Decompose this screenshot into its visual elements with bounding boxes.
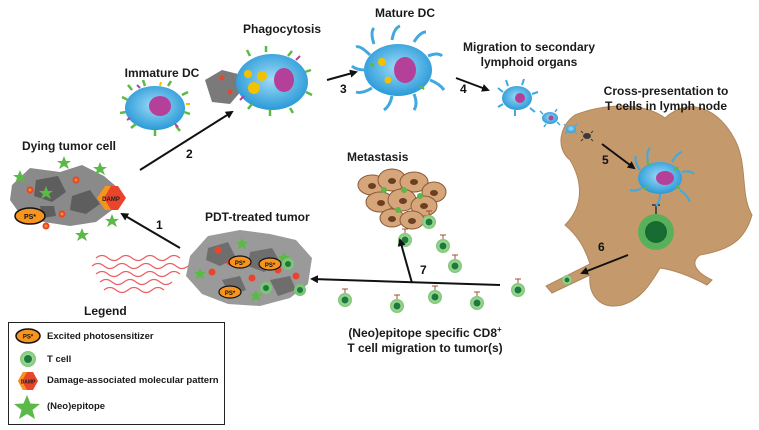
svg-text:DAMP: DAMP	[21, 380, 36, 386]
pdt-treated-tumor	[186, 230, 312, 306]
svg-text:PS*: PS*	[23, 335, 34, 341]
immature-dc	[119, 79, 191, 136]
label-immature-dc: Immature DC	[124, 66, 200, 80]
label-pdt-treated-tumor: PDT-treated tumor	[205, 210, 310, 224]
flow-arrows	[120, 69, 636, 286]
label-mature-dc: Mature DC	[374, 6, 435, 20]
t-cell-icon	[20, 351, 36, 367]
legend-box: PS* Excited photosensitizer T cell DAMP …	[8, 322, 225, 425]
light-waves	[91, 254, 189, 294]
arrow-2	[139, 110, 234, 171]
lymph-node	[545, 105, 753, 307]
step-number-1: 1	[156, 218, 163, 232]
label-metastasis: Metastasis	[347, 150, 409, 164]
epitope-stars-dying	[13, 156, 119, 241]
dc-lymph-node	[629, 147, 695, 207]
label-cd8-line1: (Neo)epitope specific CD8+	[348, 325, 502, 340]
damp-icon: DAMP	[18, 372, 38, 390]
migrating-dc-4	[580, 130, 594, 142]
label-migration-line1: Migration to secondary	[462, 40, 596, 54]
label-cd8-line2: T cell migration to tumor(s)	[347, 341, 503, 355]
arrow-1	[120, 212, 181, 249]
damp-dots-dying	[26, 176, 80, 230]
migrating-dc-2	[539, 108, 561, 128]
pdt-tumor-t-cells	[260, 258, 306, 296]
legend-item-neoepitope: (Neo)epitope	[9, 395, 224, 419]
arrow-7-main	[310, 275, 501, 286]
label-migration: Migration to secondary lymphoid organs	[454, 40, 604, 70]
svg-text:PS*: PS*	[265, 263, 276, 269]
legend-label-neoepitope: (Neo)epitope	[47, 401, 106, 412]
ps-badge-dying: PS*	[14, 207, 46, 225]
legend-item-photosensitizer: PS* Excited photosensitizer	[9, 327, 224, 347]
step-number-3: 3	[340, 82, 347, 96]
arrow-7-up	[397, 238, 413, 284]
label-legend-title: Legend	[84, 304, 127, 318]
label-dying-tumor-cell: Dying tumor cell	[22, 139, 117, 153]
arrow-6	[580, 254, 629, 275]
circulating-t-cells	[338, 210, 572, 313]
label-cross-presentation: Cross-presentation to T cells in lymph n…	[586, 84, 746, 114]
step-number-6: 6	[598, 240, 605, 254]
step-number-5: 5	[602, 153, 609, 167]
metastasis-stars	[381, 187, 423, 213]
legend-label-photosensitizer: Excited photosensitizer	[47, 331, 154, 342]
svg-text:DAMP: DAMP	[102, 197, 120, 203]
svg-text:PS*: PS*	[24, 214, 36, 221]
migrating-dc-3	[563, 123, 578, 135]
arrow-5	[601, 143, 636, 170]
legend-label-t-cell: T cell	[47, 354, 72, 365]
legend-label-damp: Damage-associated molecular pattern	[47, 375, 219, 386]
step-number-2: 2	[186, 147, 193, 161]
migrating-dc-1	[497, 78, 539, 116]
step-number-4: 4	[460, 82, 467, 96]
damp-hexagon-dying: DAMP	[97, 186, 126, 210]
phagocytosis-dc	[205, 46, 313, 116]
label-cross-line2: T cells in lymph node	[604, 99, 728, 113]
svg-text:PS*: PS*	[235, 261, 246, 267]
label-cd8-migration: (Neo)epitope specific CD8+ T cell migrat…	[325, 322, 525, 356]
label-phagocytosis: Phagocytosis	[242, 22, 322, 36]
legend-item-t-cell: T cell	[9, 350, 224, 370]
mature-dc	[350, 24, 446, 112]
arrow-4	[455, 77, 490, 92]
arrow-3	[326, 69, 358, 81]
pdt-tumor-ps-badges: PS* PS* PS*	[218, 255, 282, 299]
label-migration-line2: lymphoid organs	[480, 55, 578, 69]
legend-item-damp: DAMP Damage-associated molecular pattern	[9, 371, 224, 391]
metastasis-nuclei	[368, 178, 438, 224]
label-cross-line1: Cross-presentation to	[603, 84, 729, 98]
photosensitizer-icon: PS*	[15, 328, 41, 344]
step-number-7: 7	[420, 263, 427, 277]
svg-text:PS*: PS*	[225, 291, 236, 297]
star-icon	[14, 395, 40, 419]
